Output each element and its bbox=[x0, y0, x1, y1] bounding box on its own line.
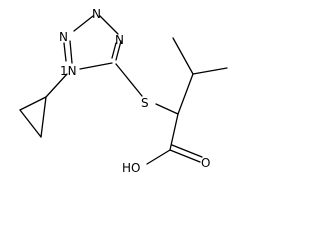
bond-isopropyl-methyl-1 bbox=[172, 37, 194, 75]
cyclopropyl-ring bbox=[19, 96, 47, 138]
atom-label-n3: N bbox=[92, 7, 101, 21]
cyclopropyl-bond-3 bbox=[40, 96, 47, 138]
cyclopropyl-bond-1 bbox=[19, 96, 47, 111]
bond-c5-sulfur bbox=[115, 63, 143, 97]
atom-label-n1: 1N bbox=[60, 64, 77, 78]
bond-n1-cyclopropyl bbox=[45, 73, 68, 98]
atom-label-n2: N bbox=[59, 30, 68, 44]
atom-label-carbonyl-oxygen: O bbox=[201, 156, 210, 170]
bond-n3-n4 bbox=[99, 15, 119, 35]
bond-carboxyl-hydroxyl bbox=[146, 149, 171, 165]
cyclopropyl-bond-2 bbox=[19, 109, 42, 138]
bond-c5-n1 bbox=[79, 62, 113, 70]
bond-n2-n3 bbox=[73, 15, 94, 32]
bond-carboxyl-carbonyl bbox=[169, 149, 201, 163]
bond-alpha-carboxyl bbox=[169, 113, 179, 151]
atom-label-n1-locant: 1 bbox=[60, 64, 68, 78]
bond-sulfur-alpha-carbon bbox=[155, 103, 179, 115]
bond-n1-n2 bbox=[69, 40, 73, 64]
tetrazole-ring bbox=[63, 15, 122, 70]
atom-label-n1-symbol: N bbox=[68, 64, 77, 78]
molecule-structure-drawing: N N N 1N S HO O bbox=[19, 7, 228, 175]
bond-isopropyl-methyl-2 bbox=[192, 67, 228, 75]
bond-carboxyl-carbonyl-double bbox=[171, 144, 203, 158]
bond-alpha-isopropyl bbox=[177, 73, 194, 115]
bond-n1-n2-double bbox=[63, 42, 67, 62]
atom-label-hydroxyl: HO bbox=[122, 161, 140, 175]
atom-label-n4: N bbox=[115, 33, 124, 47]
bond-n4-c5 bbox=[115, 40, 122, 61]
bond-n4-c5-double bbox=[111, 42, 117, 59]
atom-label-sulfur: S bbox=[141, 96, 149, 110]
